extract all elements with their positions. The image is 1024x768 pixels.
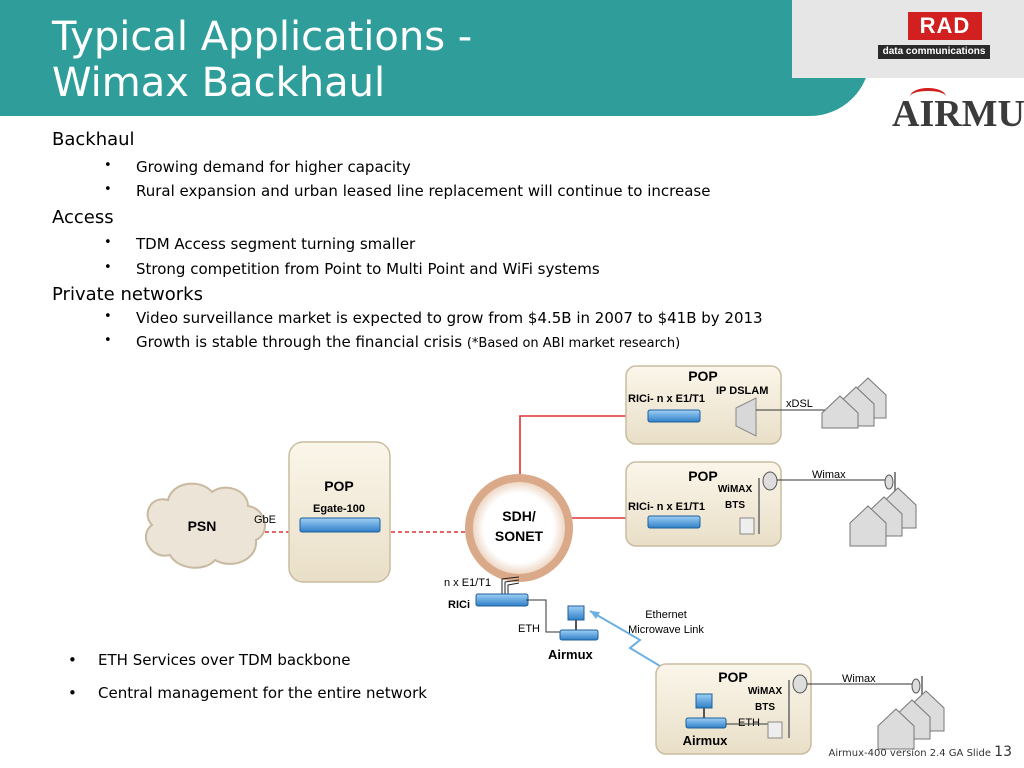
- egate-device-icon: [299, 517, 381, 533]
- eth-label: ETH: [738, 717, 760, 729]
- sdh-sonet-ring: SDH/ SONET: [465, 474, 573, 582]
- pop-label: POP: [718, 669, 748, 685]
- rad-logo: RAD data communications: [878, 12, 990, 59]
- sdh-label: SDH/: [502, 508, 536, 524]
- airmux-unit-icon: [695, 693, 713, 709]
- ip-dslam-label: IP DSLAM: [716, 385, 768, 397]
- pop-wimax-mid: POP WiMAX BTS RICi- n x E1/T1: [625, 461, 782, 547]
- section-heading: Private networks: [52, 284, 203, 305]
- pop-label: POP: [688, 468, 718, 484]
- wimax-label: WiMAX: [748, 686, 783, 697]
- eth-cable-line: [526, 599, 566, 633]
- antenna-dish-icon: [762, 471, 778, 491]
- ethernet-label: Ethernet: [645, 609, 687, 621]
- e1-cables-icon: [501, 576, 520, 594]
- slide-title: Typical Applications - Wimax Backhaul: [52, 14, 473, 106]
- houses-bottom-icon: [877, 690, 945, 750]
- sonet-label: SONET: [495, 528, 544, 544]
- source-note: (*Based on ABI market research): [466, 336, 681, 351]
- section-heading: Access: [52, 207, 114, 228]
- nxe1-label: n x E1/T1: [444, 577, 491, 589]
- pop-wimax-bottom: POP WiMAX BTS ETH Airmux: [655, 663, 812, 755]
- gbe-label: GbE: [254, 514, 276, 526]
- microwave-link-label: Microwave Link: [628, 624, 704, 636]
- wimax-link-label: Wimax: [812, 469, 846, 481]
- airmux-logo: AIRMUX: [892, 88, 1024, 136]
- rici-device-icon: [475, 593, 529, 607]
- bts-box-icon: [767, 721, 783, 739]
- pop-central: POP Egate-100: [288, 441, 391, 583]
- houses-mid-icon: [849, 487, 917, 547]
- antenna-dish-icon: [792, 674, 808, 694]
- eth-label: ETH: [518, 623, 540, 635]
- egate-label: Egate-100: [313, 503, 365, 515]
- rici-e1-label: RICi- n x E1/T1: [628, 501, 705, 513]
- psn-cloud: PSN: [145, 482, 266, 569]
- airmux-unit-icon: [559, 605, 599, 641]
- bts-box-icon: [739, 517, 755, 535]
- airmux-arc-icon: [910, 88, 946, 105]
- rici-label: RICi: [448, 599, 470, 611]
- houses-top-icon: [821, 377, 887, 429]
- page-number: 13: [994, 744, 1012, 760]
- xdsl-label: xDSL: [786, 398, 813, 410]
- link-sdh-pop-top: [519, 415, 648, 490]
- bts-label: BTS: [755, 702, 775, 713]
- bts-label: BTS: [725, 500, 745, 511]
- arrow-head-icon: [590, 611, 600, 619]
- section-heading: Backhaul: [52, 129, 135, 150]
- slide-footer: Airmux-400 version 2.4 GA Slide 13: [828, 744, 1012, 760]
- rici-e1-label: RICi- n x E1/T1: [628, 393, 705, 405]
- rici-device-icon: [647, 409, 701, 423]
- airmux-base-icon: [685, 717, 727, 729]
- wimax-label: WiMAX: [718, 484, 753, 495]
- pop-label: POP: [324, 478, 354, 494]
- rici-device-icon: [647, 515, 701, 529]
- airmux-label: Airmux: [683, 733, 729, 748]
- pop-dslam: POP IP DSLAM RICi- n x E1/T1: [625, 365, 782, 445]
- airmux-label: Airmux: [548, 647, 594, 662]
- psn-label: PSN: [188, 518, 217, 534]
- pop-label: POP: [688, 368, 718, 384]
- title-banner: Typical Applications - Wimax Backhaul: [0, 0, 870, 116]
- wimax-link-label: Wimax: [842, 673, 876, 685]
- dslam-icon: [735, 397, 757, 437]
